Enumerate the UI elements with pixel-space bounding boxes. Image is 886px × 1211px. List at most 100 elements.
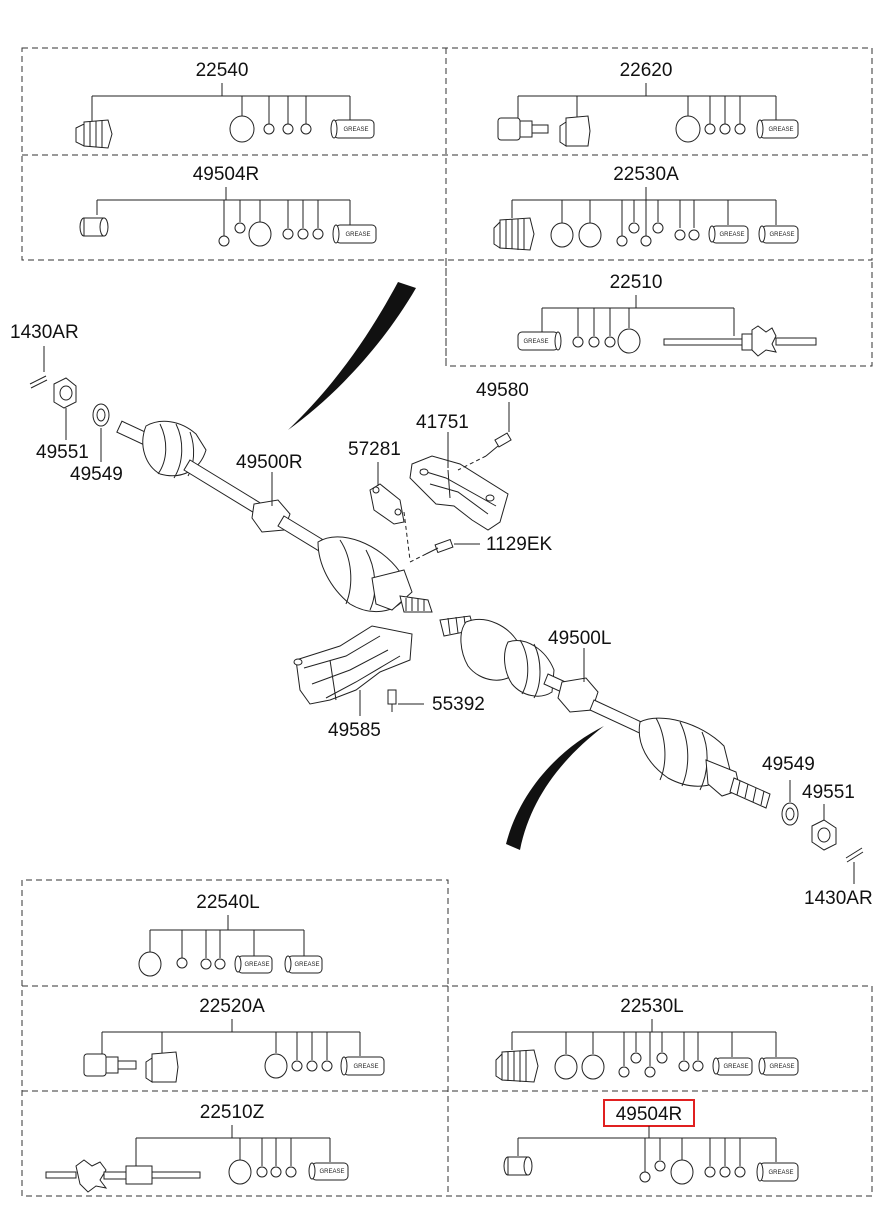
callout-49580: 49580 — [476, 380, 529, 401]
clamp-icon — [588, 336, 600, 348]
clamp-icon — [282, 123, 294, 135]
clip-icon — [369, 483, 405, 525]
clamp-icon — [291, 1060, 303, 1072]
clamp-icon — [639, 1171, 651, 1183]
callout-57281: 57281 — [348, 439, 401, 460]
clamp-icon — [618, 1066, 630, 1078]
clamp-icon — [218, 235, 230, 247]
kit-label-49504R-highlighted: 49504R — [616, 1104, 683, 1125]
washer-icon — [781, 802, 799, 826]
clamp-icon — [214, 958, 226, 970]
ring-icon — [578, 222, 602, 248]
grease-tube-icon: GREASE — [284, 955, 323, 974]
kit-22510[interactable]: 22510 GREASE — [517, 272, 817, 357]
svg-text:GREASE: GREASE — [343, 127, 368, 133]
hub-nut-icon — [53, 377, 77, 409]
kit-label-22540L: 22540L — [196, 892, 259, 913]
grease-tube-icon: GREASE — [712, 1057, 753, 1076]
direction-arrow-icon — [506, 726, 604, 850]
clamp-icon — [640, 235, 652, 247]
grease-tube-icon: GREASE — [308, 1162, 349, 1181]
kit-49504R-top[interactable]: 49504R GREASE — [79, 164, 377, 247]
ring-icon — [581, 1054, 605, 1080]
kit-label-22620: 22620 — [620, 60, 673, 81]
bolt-icon — [387, 689, 397, 712]
clamp-icon — [200, 958, 212, 970]
direction-arrow-icon — [288, 282, 416, 430]
ring-icon — [550, 222, 574, 248]
kit-22530L[interactable]: 22530L GREASE GREASE — [495, 996, 799, 1083]
svg-text:GREASE: GREASE — [345, 232, 370, 238]
callout-1129EK: 1129EK — [486, 534, 553, 555]
bracket-icon — [409, 455, 509, 531]
clamp-icon — [321, 1060, 333, 1072]
kit-22510Z[interactable]: 22510Z GREASE — [45, 1102, 349, 1193]
clamp-icon — [263, 123, 275, 135]
kit-22540L[interactable]: 22540L GREASE GREASE — [138, 892, 323, 977]
clamp-icon — [688, 229, 700, 241]
grease-tube-icon: GREASE — [708, 225, 749, 244]
shaft-icon — [663, 325, 817, 357]
ring-icon — [138, 951, 162, 977]
clamp-icon — [616, 235, 628, 247]
grease-tube-icon: GREASE — [758, 225, 799, 244]
callout-41751: 41751 — [416, 412, 469, 433]
ring-icon — [675, 115, 701, 143]
kit-22520A[interactable]: 22520A GREASE — [83, 996, 385, 1083]
clamp-icon — [678, 1060, 690, 1072]
kit-label-22530L: 22530L — [620, 996, 683, 1017]
cotter-pin-icon — [29, 375, 48, 389]
ring-icon — [554, 1054, 578, 1080]
svg-text:GREASE: GREASE — [719, 232, 744, 238]
kit-label-22510Z: 22510Z — [200, 1102, 265, 1123]
ring-icon — [670, 1159, 694, 1185]
svg-text:GREASE: GREASE — [319, 1169, 344, 1175]
shaft-icon — [45, 1159, 201, 1193]
clamp-icon — [674, 229, 686, 241]
kit-label-22510: 22510 — [610, 272, 663, 293]
exploded-view: 1430AR 49551 49549 49500R 57281 41751 49… — [10, 282, 873, 909]
kit-22540[interactable]: 22540 GREASE — [75, 60, 375, 149]
clamp-icon — [719, 123, 731, 135]
ring-icon — [617, 328, 641, 354]
clamp-icon — [234, 222, 246, 234]
kit-22620[interactable]: 22620 GREASE — [497, 60, 799, 147]
grease-tube-icon: GREASE — [332, 224, 377, 244]
boot-icon — [75, 119, 113, 149]
clamp-icon — [719, 1166, 731, 1178]
bolt-icon — [425, 538, 454, 555]
washer-icon — [92, 403, 110, 427]
kit-label-22530A: 22530A — [613, 164, 679, 185]
grease-tube-icon: GREASE — [756, 1162, 799, 1182]
callout-49551: 49551 — [802, 782, 855, 803]
clamp-icon — [306, 1060, 318, 1072]
kit-label-22540: 22540 — [196, 60, 249, 81]
svg-text:GREASE: GREASE — [294, 962, 319, 968]
callout-49549: 49549 — [762, 754, 815, 775]
clamp-icon — [270, 1166, 282, 1178]
callout-55392: 55392 — [432, 694, 485, 715]
kit-label-49504R: 49504R — [193, 164, 260, 185]
heat-shield-icon — [293, 625, 413, 705]
clamp-icon — [297, 228, 309, 240]
driveshaft-right-icon — [116, 420, 433, 613]
clamp-icon — [704, 1166, 716, 1178]
kit-22530A[interactable]: 22530A GREASE GREASE — [493, 164, 799, 251]
boot-icon — [145, 1051, 179, 1083]
grease-tube-icon: GREASE — [758, 1057, 799, 1076]
clamp-icon — [630, 1052, 642, 1064]
clamp-icon — [734, 1166, 746, 1178]
clamp-icon — [282, 228, 294, 240]
callout-49551: 49551 — [36, 442, 89, 463]
svg-text:GREASE: GREASE — [768, 127, 793, 133]
svg-text:GREASE: GREASE — [769, 1064, 794, 1070]
svg-text:GREASE: GREASE — [244, 962, 269, 968]
bolt-icon — [485, 432, 512, 457]
clamp-icon — [628, 222, 640, 234]
grease-tube-icon: GREASE — [517, 331, 562, 351]
kit-49504R-bottom[interactable]: 49504R GREASE — [503, 1099, 799, 1185]
bottom-kit-panel — [21, 879, 873, 1197]
grease-tube-icon: GREASE — [234, 955, 273, 974]
svg-text:GREASE: GREASE — [353, 1064, 378, 1070]
